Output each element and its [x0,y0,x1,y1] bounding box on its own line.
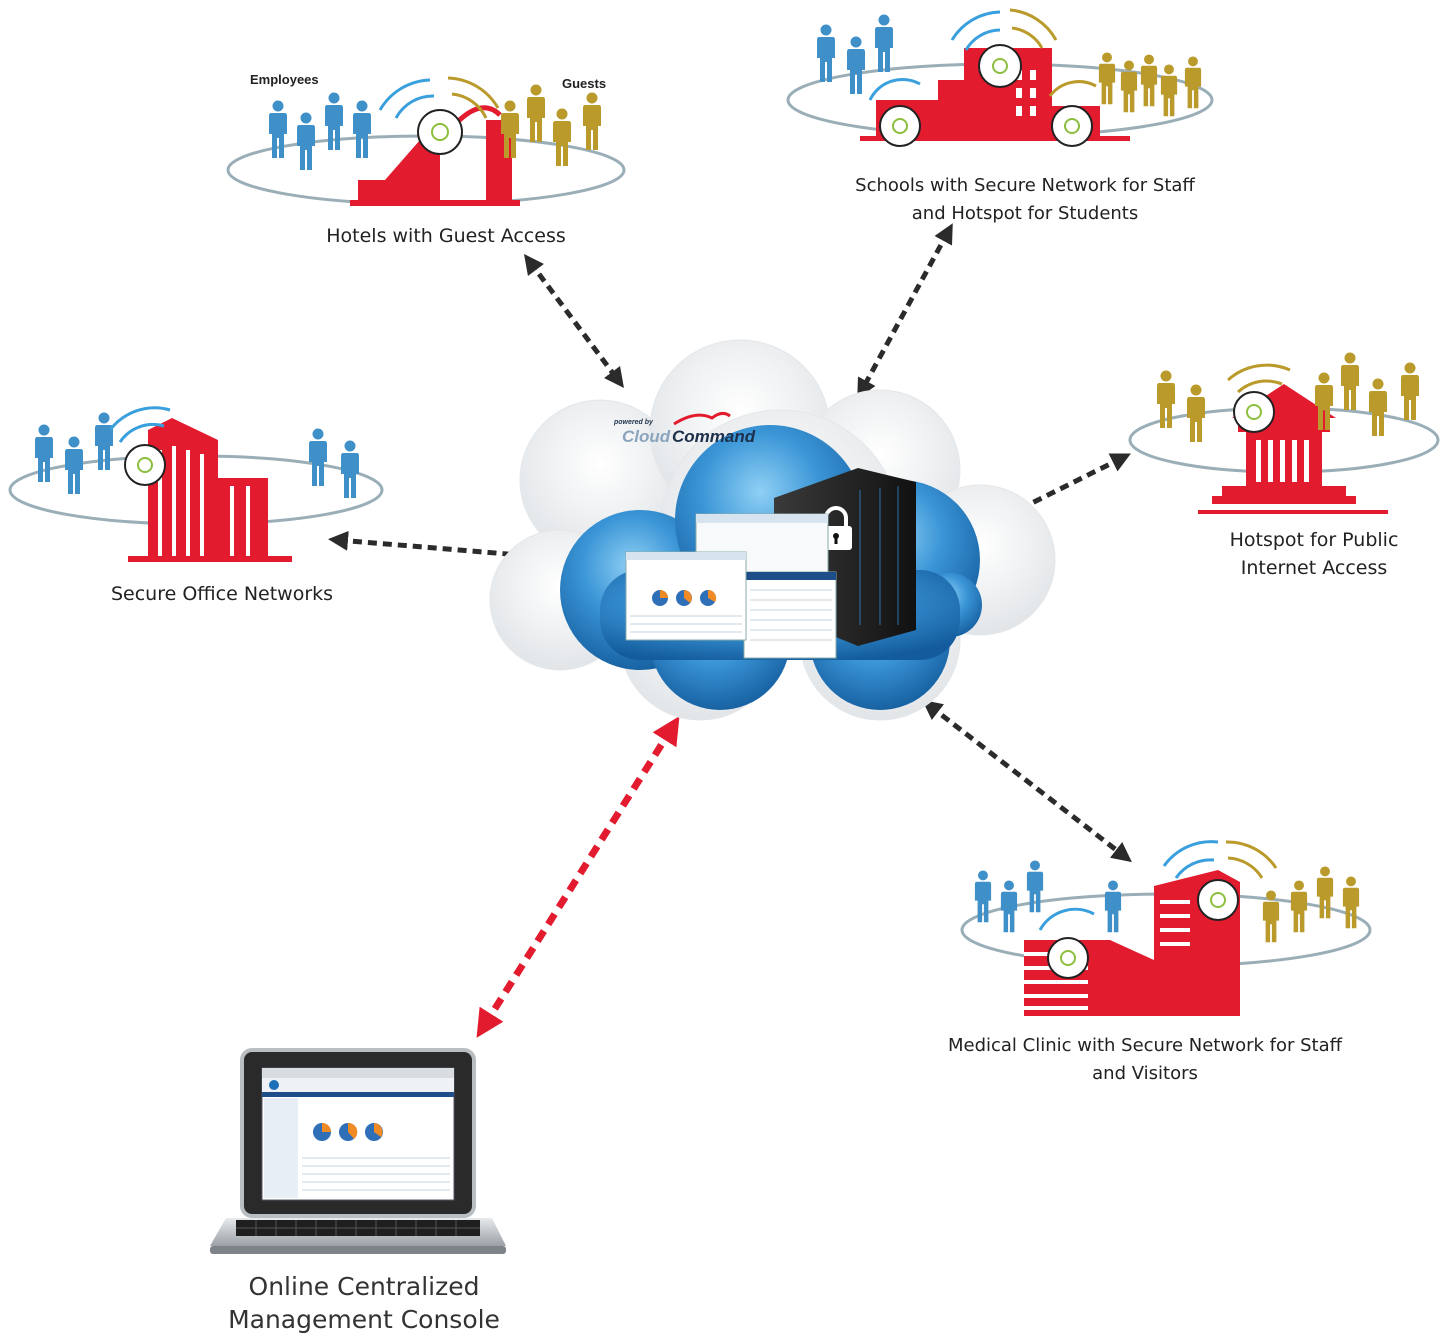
hotels-node [226,76,626,206]
guest-icons [501,84,601,166]
office-building-icon [128,418,292,562]
svg-text:Command: Command [672,427,756,446]
arrow-console [476,716,680,1038]
employee-icons [269,92,371,170]
arrow-schools [857,223,953,399]
console-label: Online Centralized Management Console [228,1272,500,1334]
svg-text:Cloud: Cloud [622,427,671,446]
office-node [8,406,384,562]
employees-label: Employees [250,72,319,87]
office-label: Secure Office Networks [110,583,334,605]
hotspot-node [1128,352,1440,514]
clinic-label: Medical Clinic with Secure Network for S… [947,1035,1343,1084]
hotel-building-icon [350,105,520,206]
arrow-office [328,530,542,566]
cloud-command-cloud: powered by Cloud Command [489,339,1056,721]
schools-node [786,8,1214,147]
svg-text:powered by: powered by [613,419,654,426]
hotspot-label: Hotspot for Public Internet Access [1229,529,1399,579]
guests-label: Guests [562,76,607,91]
clinic-node [960,840,1372,1016]
hotels-label: Hotels with Guest Access [326,225,566,247]
wifi-access-point-icon [378,76,500,155]
cloudcommand-logo: powered by Cloud Command [613,411,756,446]
laptop-icon [210,1048,506,1254]
dashboard-screenshots [625,513,837,659]
arrow-clinic [922,699,1132,863]
arrow-hotels [524,253,624,389]
public-building-icon [1198,384,1388,514]
schools-label: Schools with Secure Network for Staff an… [855,175,1195,224]
